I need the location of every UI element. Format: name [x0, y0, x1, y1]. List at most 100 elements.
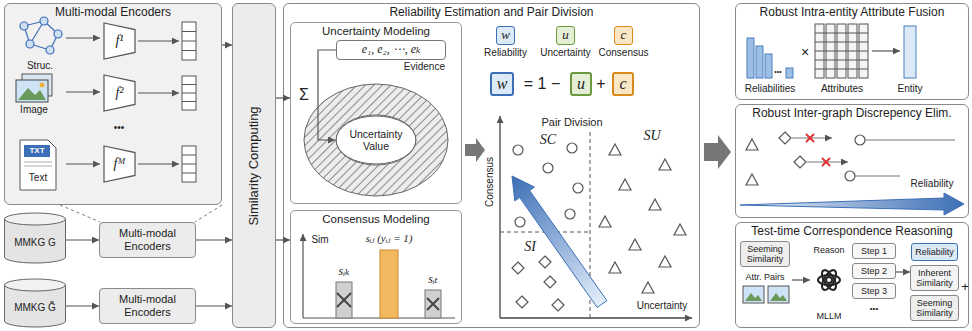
node-text: w: [497, 75, 508, 93]
embedding-vectors-part: [182, 93, 196, 94]
node-text: Multi-modal Encoders: [103, 293, 192, 318]
consensus-chart-part: [302, 234, 303, 318]
evidence-box: e₁, e₂, ⋯, eₖEvidence: [336, 40, 446, 60]
output-box: Reliability: [911, 243, 958, 261]
bar-label: sᵢₜ: [428, 273, 438, 287]
node-text: Seeming Similarity: [912, 298, 957, 319]
node-text: Uncertainty Value: [339, 128, 413, 152]
ellipsis: •••: [870, 304, 878, 313]
fusion-illustration-part-part: [815, 69, 868, 70]
node-text: Consensus Modeling: [322, 213, 429, 226]
fusion-illustration-part-part: [815, 42, 868, 43]
connector: [66, 239, 99, 240]
node-text: Multi-modal Encoders: [55, 6, 171, 20]
embedding-vectors-part: [182, 173, 196, 174]
node-text: w: [501, 28, 510, 43]
image-icon-part: [16, 80, 48, 102]
caption: MLLM: [816, 311, 841, 321]
encoder-arrows-part: [66, 37, 100, 38]
pair-division-plot-part-part: [543, 163, 553, 173]
region-label: SU: [643, 128, 660, 144]
encoder-trapezoid: f¹: [103, 22, 136, 60]
reasoning-illustration-part: [745, 293, 762, 301]
encoder-arrows-part: [66, 163, 100, 164]
axis-label: Uncertainty: [637, 300, 688, 312]
node-text: Reliability Estimation and Pair Division: [389, 6, 593, 20]
discrepancy-illustration-part-part: [845, 171, 855, 181]
embedding-vectors-part: [182, 22, 196, 60]
fusion-illustration-part: [872, 50, 900, 51]
structure-icon-part: [46, 46, 54, 54]
discrepancy-illustration-part-part: [865, 139, 955, 140]
node-text: c: [619, 75, 626, 93]
output-box: Inherent Similarity: [910, 265, 959, 291]
node-text: Test-time Correspondence Reasoning: [751, 225, 952, 239]
formula-box: c: [612, 72, 634, 96]
zoom-lines: [60, 205, 222, 222]
node-caption: Evidence: [404, 61, 445, 73]
node-caption: Reliability: [484, 47, 527, 59]
node-text: MMKG G: [14, 237, 56, 249]
trapezoid-outline: [104, 146, 135, 182]
image-icon-part: [40, 83, 45, 88]
operator: +: [961, 280, 969, 295]
consensus-chart-part: [425, 290, 441, 318]
consensus-chart-part-part: [337, 293, 351, 307]
cylinder-top: [5, 279, 66, 291]
output-box: Seeming Similarity: [910, 295, 959, 321]
consensus-chart-part-part: [337, 293, 351, 307]
caption: Reliabilities: [745, 83, 796, 95]
pair-division-plot-part-part: [573, 183, 583, 193]
node-text: fᴹ: [114, 156, 126, 172]
connector: [196, 239, 232, 240]
icon-tag: TXT: [29, 146, 44, 155]
consensus-chart-part-part: [427, 298, 439, 310]
pair-division-plot-part-part: [565, 209, 575, 219]
zoom-lines-part: [195, 205, 222, 222]
caption: Entity: [897, 83, 922, 95]
region-label: SI: [524, 239, 536, 255]
process-box: Multi-modal Encoders: [99, 288, 196, 324]
legend-box: cConsensus: [614, 26, 633, 45]
trapezoid-outline: [104, 75, 135, 111]
trapezoid-outline: [104, 23, 135, 59]
input-box: Seeming Similarity: [740, 241, 790, 267]
text-icon-part: [24, 166, 52, 167]
axis-label: Sim: [311, 234, 328, 246]
reasoning-illustration-part: [743, 286, 764, 303]
discrepancy-illustration-part-part: [792, 137, 832, 138]
ellipse-outline: [336, 116, 416, 164]
node-text: Reliability: [915, 247, 954, 257]
fusion-illustration-part: [815, 24, 868, 78]
pair-division-plot-part: [500, 317, 692, 318]
connector: [276, 239, 290, 240]
embedding-vectors-part: [182, 84, 196, 85]
node-text: MMKG G̃: [14, 302, 56, 314]
connector: [222, 44, 232, 45]
embedding-vectors-part: [182, 155, 196, 156]
encoder-arrows-part: [138, 163, 179, 164]
embedding-vectors-part: [182, 146, 196, 182]
database-cylinder: MMKG G: [4, 212, 66, 264]
structure-icon-part: [26, 40, 34, 48]
encoder-trapezoid: fᴹ: [103, 145, 136, 183]
caption: Attributes: [821, 83, 863, 95]
text-icon: [20, 140, 56, 190]
icon-caption: Image: [20, 104, 48, 116]
step-box: Step 2: [852, 263, 896, 279]
node-text: Similarity Computing: [247, 106, 262, 225]
legend-box: wReliability: [496, 26, 515, 45]
encoder-arrows-part: [138, 40, 179, 41]
reasoning-illustration-part: [770, 293, 787, 301]
edge-label: Σ: [298, 86, 310, 104]
operator: ×: [801, 44, 809, 60]
caption: Reason: [813, 245, 844, 255]
fusion-illustration-part: [904, 26, 916, 78]
node-text: f¹: [115, 33, 123, 49]
structure-icon-part: [40, 17, 48, 25]
discrepancy-illustration-part-part: [855, 135, 865, 145]
node-text: Robust Intra-entity Attribute Fusion: [760, 6, 945, 20]
pair-division-plot-part-part: [515, 217, 525, 227]
caption: Attr. Pairs: [745, 272, 784, 282]
bar-label: sᵢₖ: [339, 265, 350, 279]
